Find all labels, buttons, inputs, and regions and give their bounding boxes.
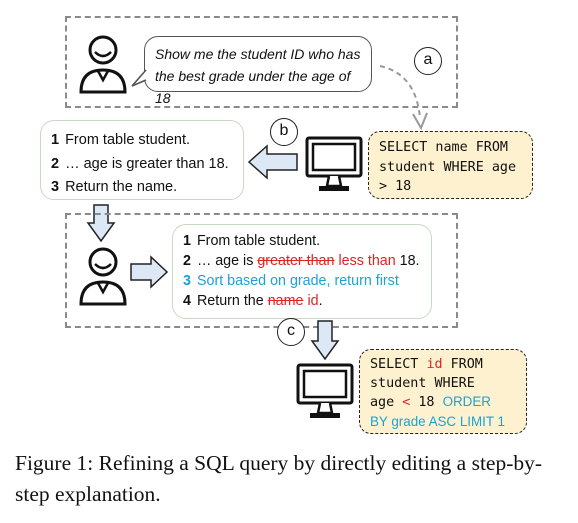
initial-sql: SELECT name FROM student WHERE age > 18 (368, 131, 533, 199)
removed-text: greater than (257, 253, 335, 269)
figure-caption: Figure 1: Refining a SQL query by direct… (15, 451, 543, 506)
added-text-2: id (307, 293, 319, 309)
computer-icon (305, 136, 363, 191)
step-2: 2… age is greater than 18. (51, 155, 229, 172)
question-bubble: Show me the student ID who has the best … (144, 36, 372, 106)
user-icon (79, 35, 127, 94)
sql-less-than: < (402, 395, 411, 410)
right-arrow (130, 255, 169, 289)
question-text: Show me the student ID who has the best … (155, 46, 361, 106)
computer-icon-bottom (296, 363, 354, 418)
inserted-step-text: Sort based on grade, return first (196, 273, 399, 289)
label-a: a (414, 47, 442, 75)
initial-sql-text: SELECT name FROM student WHERE age > 18 (379, 140, 517, 194)
sql-order: ORDER (442, 394, 491, 409)
sql-order-clause: BY grade ASC LIMIT 1 (370, 413, 505, 429)
bubble-tail (131, 69, 147, 87)
left-arrow (247, 144, 298, 180)
question-panel (65, 16, 458, 108)
label-b: b (270, 118, 298, 146)
edit-panel (65, 213, 458, 328)
dashed-curve-arrow (379, 65, 428, 131)
edited-step-2: 2… age is greater than less than 18. (183, 253, 420, 269)
down-arrow-bottom (310, 320, 340, 361)
added-text: less than (338, 253, 396, 269)
removed-text-2: name (267, 293, 304, 309)
label-c: c (277, 318, 305, 346)
refined-sql: SELECT id FROM student WHERE age < 18 OR… (359, 349, 527, 434)
sql-id: id (426, 357, 443, 372)
editing-user-icon (79, 247, 127, 306)
